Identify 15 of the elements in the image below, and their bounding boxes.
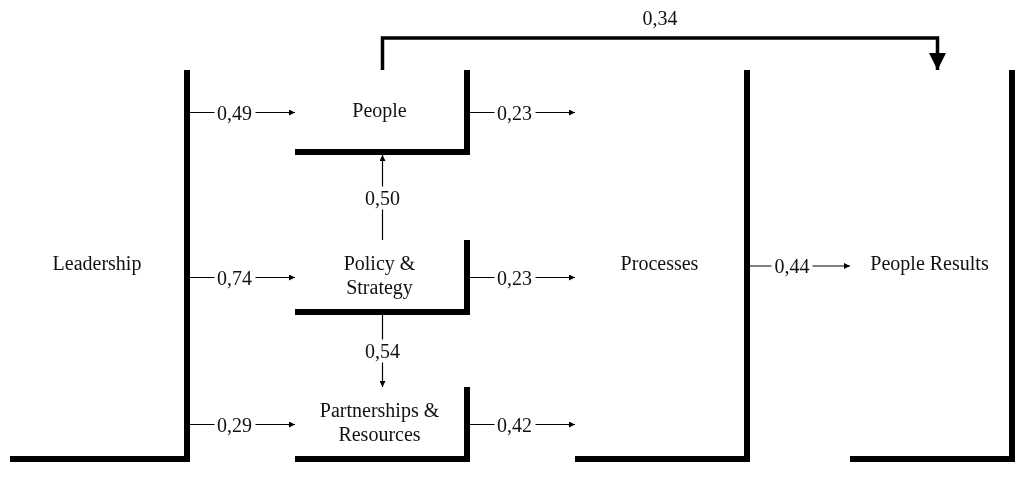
edge-label: 0,54 (362, 339, 403, 363)
process-box (575, 70, 750, 462)
process-box (295, 240, 470, 315)
process-box (295, 70, 470, 155)
edge-label: 0,50 (362, 186, 403, 209)
node-label: Leadership (51, 251, 143, 275)
arrow (380, 36, 947, 70)
process-box (10, 70, 190, 462)
node-label: Partnerships & Resources (318, 397, 441, 446)
node-label: Processes (619, 251, 700, 275)
node-label: People Results (869, 251, 990, 275)
process-box (295, 387, 470, 462)
process-box (850, 70, 1015, 462)
node-label: Policy & Strategy (342, 250, 417, 299)
node-label: People (351, 97, 408, 122)
